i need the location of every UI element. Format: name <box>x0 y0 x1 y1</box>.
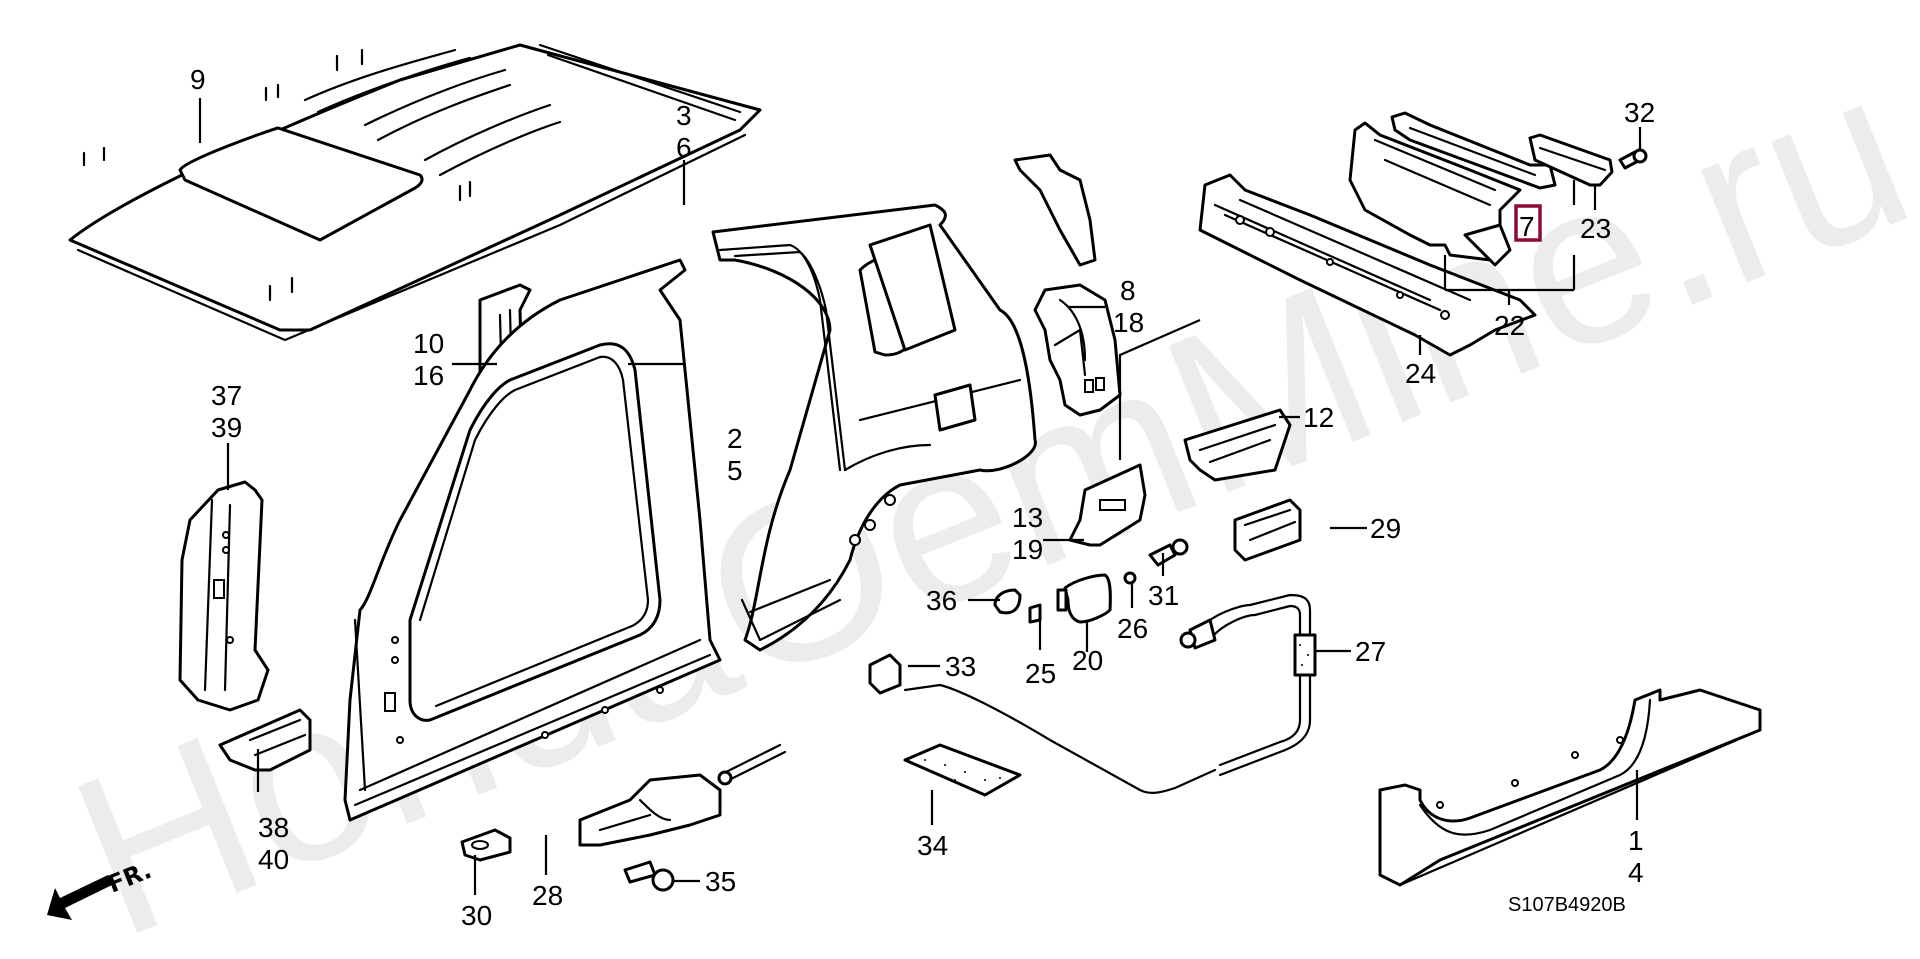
part-front-pillar-stiffener[interactable] <box>218 708 312 772</box>
callout-22[interactable]: 22 <box>1494 310 1525 341</box>
callout-25[interactable]: 25 <box>1025 658 1056 689</box>
callout-35[interactable]: 35 <box>705 866 736 897</box>
callout-33[interactable]: 33 <box>945 651 976 682</box>
callout-7[interactable]: 7 <box>1519 211 1535 242</box>
part-fastener[interactable] <box>1618 148 1648 170</box>
callout-10[interactable]: 10 <box>413 328 444 359</box>
drawing-code: S107B4920B <box>1508 894 1626 916</box>
part-pad[interactable] <box>903 743 1022 797</box>
part-rear-bracket[interactable] <box>1183 408 1292 482</box>
callout-2[interactable]: 2 <box>727 423 743 454</box>
part-grommet[interactable] <box>1123 571 1137 585</box>
highlighted-callout-box <box>1514 204 1542 242</box>
front-arrow-icon <box>47 875 112 920</box>
pad-speckle <box>924 759 1001 781</box>
callout-36[interactable]: 36 <box>926 585 957 616</box>
part-wheelarch-bracket[interactable] <box>1068 463 1147 547</box>
part-cap[interactable] <box>460 828 512 862</box>
callout-26[interactable]: 26 <box>1117 613 1148 644</box>
part-roof-panel[interactable] <box>68 43 762 342</box>
part-cable-clamp[interactable] <box>868 653 902 695</box>
callout-23[interactable]: 23 <box>1580 213 1611 244</box>
callout-4[interactable]: 4 <box>1628 857 1644 888</box>
callout-6[interactable]: 6 <box>676 132 692 163</box>
callout-30[interactable]: 30 <box>461 900 492 931</box>
callout-13[interactable]: 13 <box>1012 502 1043 533</box>
part-fuel-lid[interactable] <box>1056 573 1112 624</box>
part-fuel-lid-housing[interactable] <box>1233 498 1302 562</box>
part-rear-inner-wheelhouse[interactable] <box>1013 153 1122 417</box>
callout-32[interactable]: 32 <box>1624 97 1655 128</box>
part-front-outer-side-panel[interactable] <box>343 258 722 822</box>
callout-5[interactable]: 5 <box>727 455 743 486</box>
callout-9[interactable]: 9 <box>190 64 206 95</box>
cable-speckle <box>1299 644 1309 666</box>
part-rear-panel-upper[interactable] <box>1198 173 1537 357</box>
callout-38[interactable]: 38 <box>258 812 289 843</box>
part-front-pillar-inner[interactable] <box>178 480 270 712</box>
callout-39[interactable]: 39 <box>211 412 242 443</box>
front-label: FR. <box>104 856 156 899</box>
callout-20[interactable]: 20 <box>1072 645 1103 676</box>
callout-8[interactable]: 8 <box>1120 275 1136 306</box>
callout-16[interactable]: 16 <box>413 360 444 391</box>
leader-lines <box>198 98 1642 895</box>
callout-27[interactable]: 27 <box>1355 636 1386 667</box>
callout-34[interactable]: 34 <box>917 830 948 861</box>
callout-1[interactable]: 1 <box>1628 825 1644 856</box>
callout-37[interactable]: 37 <box>211 380 242 411</box>
callout-28[interactable]: 28 <box>532 880 563 911</box>
part-rear-panel-lower[interactable] <box>1348 121 1522 267</box>
part-side-sill-panel[interactable] <box>1378 688 1762 887</box>
callout-18[interactable]: 18 <box>1113 307 1144 338</box>
part-clip[interactable] <box>1028 603 1042 624</box>
part-fuel-lid-cable[interactable] <box>903 593 1317 794</box>
callout-40[interactable]: 40 <box>258 844 289 875</box>
part-rear-outer-side-panel[interactable] <box>711 203 1037 652</box>
callout-19[interactable]: 19 <box>1012 534 1043 565</box>
part-bolt[interactable] <box>1148 538 1189 567</box>
callout-12[interactable]: 12 <box>1303 402 1334 433</box>
part-flange-bolt[interactable] <box>623 860 675 892</box>
callout-31[interactable]: 31 <box>1148 580 1179 611</box>
part-rear-crossmember[interactable] <box>1390 111 1557 190</box>
front-direction-indicator: FR. <box>47 856 155 920</box>
callout-3[interactable]: 3 <box>676 100 692 131</box>
part-opener-cable-end[interactable] <box>717 743 787 786</box>
callout-29[interactable]: 29 <box>1370 513 1401 544</box>
part-opener-lever[interactable] <box>578 773 722 847</box>
part-rear-panel-bracket[interactable] <box>1528 133 1614 187</box>
part-lid-hinge[interactable] <box>993 588 1022 615</box>
callout-24[interactable]: 24 <box>1405 358 1436 389</box>
callout-labels: 9 3 6 8 18 10 16 2 5 37 39 38 40 12 13 1… <box>190 64 1655 931</box>
